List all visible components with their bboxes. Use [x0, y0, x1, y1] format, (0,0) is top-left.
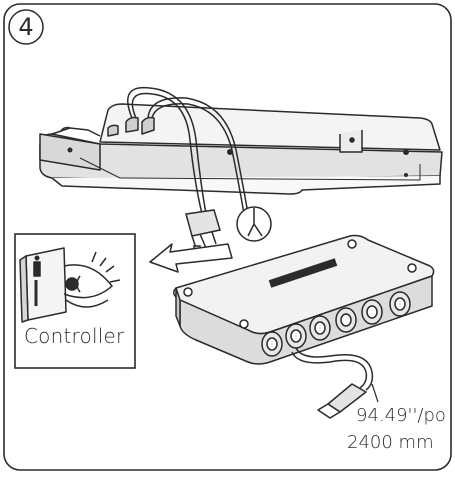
- power-plug-icon: [185, 209, 221, 251]
- controller-label: Controller: [24, 324, 125, 348]
- usb-cable: [291, 347, 374, 391]
- control-box: [173, 234, 435, 365]
- manual-callout: [14, 233, 136, 369]
- cable-glands: [261, 291, 411, 357]
- length-leader-line: [371, 383, 379, 403]
- manual-book-icon: [19, 247, 67, 323]
- step-number: 4: [18, 13, 34, 41]
- cable-length-metric: 2400 mm: [347, 432, 434, 453]
- power-cables: [127, 86, 249, 215]
- usb-connector-icon: [317, 383, 367, 419]
- luminaire-housing: [39, 103, 443, 195]
- cable-length-imperial: 94.49''/po: [356, 405, 446, 426]
- arrow-icon: [149, 243, 233, 273]
- step-number-circle: [8, 9, 44, 45]
- panel-border: [3, 3, 452, 471]
- eye-icon: [63, 251, 121, 308]
- wire-leads-icon: [236, 206, 272, 242]
